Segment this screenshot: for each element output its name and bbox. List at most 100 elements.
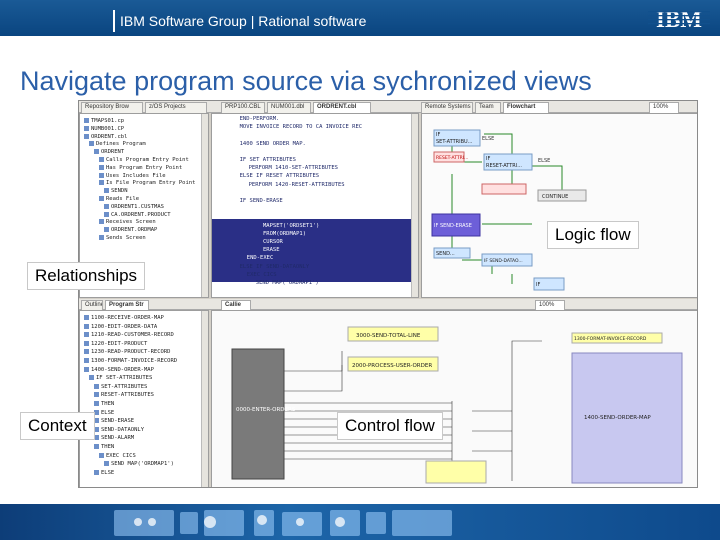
tab-flowchart[interactable]: Flowchart [503, 102, 549, 113]
tree-item[interactable]: Defines Program [89, 141, 146, 148]
tree-item[interactable]: 1200-EDIT-ORDER-DATA [84, 323, 157, 331]
tree-item[interactable]: CA.ORDRENT.PRODUCT [104, 211, 171, 219]
code-line[interactable]: ELSE IF SEND-DATAONLY [239, 263, 310, 270]
tree-item-label: Is File Program Entry Point [106, 180, 196, 187]
code-line[interactable]: MAPSET('ORDSET1') [263, 222, 320, 229]
tree-item-label: SEND-ERASE [101, 418, 135, 425]
tree-item-label: Receives Screen [106, 219, 156, 226]
tree-item[interactable]: EXEC CICS [99, 452, 136, 460]
tree-item[interactable]: Has Program Entry Point [99, 164, 182, 172]
svg-text:IF: IF [536, 282, 540, 288]
tree-item[interactable]: SEND MAP('ORDMAP1') [104, 461, 174, 468]
tree-item[interactable]: SEND-ERASE [94, 418, 134, 425]
tab-callie[interactable]: Callie [221, 300, 251, 311]
tree-item-label: 1300-FORMAT-INVOICE-RECORD [91, 358, 178, 364]
flow-if-send-erase[interactable] [431, 213, 481, 237]
tree-item[interactable]: Uses Includes File [99, 172, 166, 180]
tree-item[interactable]: SET-ATTRIBUTES [94, 383, 147, 391]
code-line[interactable]: PERFORM 1420-RESET-ATTRIBUTES [248, 181, 345, 188]
tree-item[interactable]: ORDRENT.cbl [84, 133, 127, 141]
tree-item[interactable]: 1400-SEND-ORDER-MAP [84, 366, 154, 374]
tree-item-label: Calls Program Entry Point [106, 157, 189, 163]
code-line[interactable]: 1400 SEND ORDER MAP. [239, 140, 306, 147]
tree-item[interactable]: 1220-EDIT-PRODUCT [84, 340, 147, 348]
callout-relationships: Relationships [27, 262, 146, 290]
tree-item-label: 1400-SEND-ORDER-MAP [91, 366, 154, 373]
tab-repository-browser[interactable]: Repository Brow [81, 102, 143, 113]
tree-item[interactable]: 1230-READ-PRODUCT-RECORD [84, 349, 170, 356]
tab-remote-systems[interactable]: Remote Systems [421, 102, 473, 113]
tree-item[interactable]: TMAPS01.cp [84, 118, 124, 125]
tree-item[interactable]: RESET-ATTRIBUTES [94, 392, 154, 399]
code-line[interactable]: SEND MAP('ORDMAP1') [255, 280, 319, 286]
svg-text:ELSE: ELSE [538, 158, 550, 164]
tree-item[interactable]: ORDRENT1.CUSTMAS [104, 203, 164, 211]
tree-item[interactable]: ORDRENT [94, 149, 124, 156]
flow-reset-box[interactable] [433, 151, 465, 163]
tree-item[interactable]: Sends Screen [99, 235, 146, 242]
flow-reset-box-2[interactable] [481, 183, 527, 195]
call-send-order-map[interactable] [571, 352, 683, 484]
code-line[interactable]: ERASE [263, 247, 280, 254]
call-send-total-line[interactable] [347, 326, 439, 342]
tree-item[interactable]: THEN [94, 444, 114, 451]
code-line[interactable]: CURSOR [263, 239, 283, 245]
tab-zos-projects[interactable]: z/OS Projects [145, 102, 207, 113]
tab-outline[interactable]: Outline [81, 300, 103, 311]
code-line[interactable]: PERFORM 1410-SET-ATTRIBUTES [248, 165, 338, 172]
tree-item[interactable]: NUMB001.CP [84, 125, 124, 133]
code-line[interactable]: IF SEND-ERASE [239, 198, 283, 204]
tree-item[interactable]: IF SET-ATTRIBUTES [89, 375, 152, 382]
code-line[interactable]: ELSE IF RESET ATTRIBUTES [239, 173, 320, 180]
code-line[interactable]: END-PERFORM. [239, 116, 280, 122]
call-process-user-order[interactable] [347, 356, 439, 372]
call-main-node[interactable] [231, 348, 285, 480]
call-small-node[interactable] [425, 460, 487, 484]
tree-item[interactable]: SEND-ALARM [94, 435, 134, 442]
tab-prp100[interactable]: PRP100.CBL [221, 102, 265, 113]
editor-scrollbar[interactable] [411, 114, 418, 297]
tree-item-label: RESET-ATTRIBUTES [101, 392, 154, 399]
tab-program-structure[interactable]: Program Str [105, 300, 149, 311]
code-line[interactable]: EXEC CICS [246, 206, 277, 213]
tab-num001[interactable]: NUM001.dbl [267, 102, 311, 113]
tree-item[interactable]: SENDN [104, 188, 128, 195]
flow-if-reset-attributes[interactable] [483, 153, 533, 171]
tree-node-icon [104, 188, 109, 194]
tree-item[interactable]: Calls Program Entry Point [99, 157, 189, 164]
tree-item[interactable]: Receives Screen [99, 219, 156, 226]
call-format-invoice[interactable] [571, 332, 663, 344]
tree-item[interactable]: SEND-DATAONLY [94, 426, 144, 434]
zoom-selector-bottom[interactable]: 100% [535, 300, 565, 311]
tree-item[interactable]: ORDRENT.ORDMAP [104, 227, 157, 234]
flow-if-set-attributes[interactable] [433, 129, 481, 147]
code-line[interactable]: EXEC CICS [246, 271, 277, 278]
tree-item-label: CA.ORDRENT.PRODUCT [111, 211, 171, 218]
code-line[interactable]: END-EXEC [246, 255, 274, 262]
tree-item[interactable]: THEN [94, 401, 114, 408]
tree-item[interactable]: ELSE [94, 409, 114, 417]
outline-scrollbar[interactable] [201, 311, 208, 487]
code-line[interactable]: IF SET ATTRIBUTES [239, 157, 296, 163]
tree-item-label: ELSE [101, 469, 115, 476]
flow-continue[interactable] [537, 189, 587, 202]
zoom-selector[interactable]: 100% [649, 102, 679, 113]
svg-text:1300-FORMAT-INVOICE-RECORD: 1300-FORMAT-INVOICE-RECORD [574, 336, 647, 342]
tree-node-icon [99, 164, 104, 170]
tree-item[interactable]: Reads File [99, 196, 139, 203]
tree-item[interactable]: 1300-FORMAT-INVOICE-RECORD [84, 358, 177, 365]
tree-item[interactable]: 1100-RECEIVE-ORDER-MAP [84, 315, 164, 322]
tab-ordrent[interactable]: ORDRENT.cbl [313, 102, 371, 113]
code-line[interactable]: SEND MAP('ORDMAP1') [255, 214, 319, 221]
tree-item[interactable]: 1210-READ-CUSTOMER-RECORD [84, 332, 174, 339]
code-line[interactable]: MOVE INVOICE RECORD TO CA INVOICE REC [239, 124, 363, 131]
flow-if-bottom[interactable] [533, 277, 565, 291]
tree-scrollbar[interactable] [201, 114, 208, 297]
tree-item[interactable]: ELSE [94, 469, 115, 477]
tab-team[interactable]: Team [475, 102, 501, 113]
flow-send-box[interactable] [433, 247, 471, 259]
code-line[interactable]: FROM(ORDMAP1) [263, 230, 307, 237]
flow-if-send-dataonly[interactable] [481, 253, 533, 267]
tree-item[interactable]: Is File Program Entry Point [99, 180, 195, 187]
code-selection [212, 219, 412, 282]
